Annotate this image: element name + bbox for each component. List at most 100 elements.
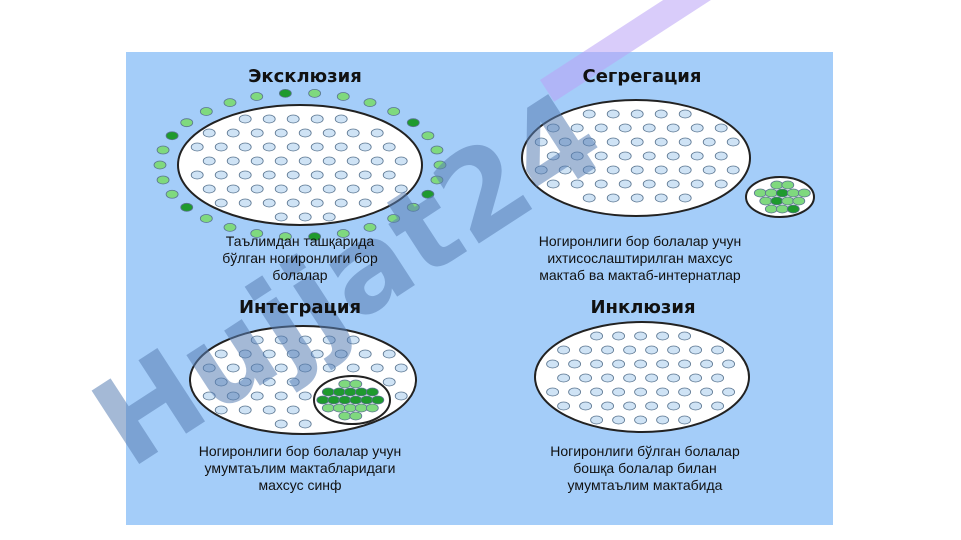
special-child-dot-icon [365, 387, 379, 397]
excluded-child-dot-icon [308, 88, 322, 98]
child-dot-icon [702, 165, 716, 175]
special-child-dot-icon [770, 180, 784, 190]
child-dot-icon [678, 387, 691, 397]
special-child-dot-icon [354, 403, 368, 413]
child-dot-icon [590, 387, 603, 397]
child-dot-icon [226, 391, 240, 401]
child-dot-icon [322, 156, 336, 166]
child-dot-icon [238, 377, 252, 387]
child-dot-icon [678, 137, 692, 147]
child-dot-icon [568, 387, 581, 397]
child-dot-icon [286, 198, 300, 208]
special-child-dot-icon [327, 395, 341, 405]
child-dot-icon [594, 151, 608, 161]
child-dot-icon [334, 198, 348, 208]
special-child-dot-icon [365, 403, 379, 413]
child-dot-icon [722, 387, 735, 397]
child-dot-icon [579, 401, 592, 411]
special-child-dot-icon [371, 395, 385, 405]
child-dot-icon [382, 142, 396, 152]
child-dot-icon [310, 349, 324, 359]
child-dot-icon [582, 137, 596, 147]
child-dot-icon [689, 345, 702, 355]
special-child-dot-icon [338, 411, 352, 421]
child-dot-icon [582, 109, 596, 119]
child-dot-icon [678, 193, 692, 203]
special-child-dot-icon [764, 204, 778, 214]
child-dot-icon [546, 359, 559, 369]
child-dot-icon [394, 184, 408, 194]
excluded-child-dot-icon [223, 222, 237, 232]
child-dot-icon [630, 193, 644, 203]
caption-line: бўлган ногиронлиги бор [222, 250, 378, 266]
caption-line: бошқа болалар билан [573, 460, 717, 476]
child-dot-icon [238, 114, 252, 124]
excluded-child-dot-icon [308, 232, 322, 242]
excluded-child-dot-icon [363, 98, 377, 108]
child-dot-icon [286, 142, 300, 152]
child-dot-icon [690, 151, 704, 161]
section-title-segregation: Сегрегация [582, 66, 702, 87]
excluded-child-dot-icon [406, 202, 420, 212]
child-dot-icon [690, 123, 704, 133]
child-dot-icon [358, 198, 372, 208]
child-dot-icon [666, 123, 680, 133]
child-dot-icon [722, 359, 735, 369]
child-dot-icon [623, 401, 636, 411]
child-dot-icon [250, 184, 264, 194]
child-dot-icon [322, 335, 336, 345]
child-dot-icon [714, 179, 728, 189]
child-dot-icon [570, 179, 584, 189]
child-dot-icon [656, 359, 669, 369]
child-dot-icon [689, 401, 702, 411]
child-dot-icon [678, 165, 692, 175]
child-dot-icon [557, 373, 570, 383]
caption-line: умумтаълим мактабларидаги [204, 460, 396, 476]
excluded-child-dot-icon [153, 160, 167, 170]
excluded-child-dot-icon [156, 145, 170, 155]
watermark-stripe [540, 0, 823, 102]
child-dot-icon [394, 363, 408, 373]
child-dot-icon [238, 349, 252, 359]
child-dot-icon [582, 165, 596, 175]
child-dot-icon [334, 142, 348, 152]
caption-line: болалар [272, 267, 328, 283]
excluded-child-dot-icon [165, 131, 179, 141]
child-dot-icon [700, 359, 713, 369]
special-child-dot-icon [764, 188, 778, 198]
child-dot-icon [601, 345, 614, 355]
child-dot-icon [606, 193, 620, 203]
child-dot-icon [623, 373, 636, 383]
child-dot-icon [667, 373, 680, 383]
child-dot-icon [606, 109, 620, 119]
child-dot-icon [322, 184, 336, 194]
special-child-dot-icon [786, 204, 800, 214]
child-dot-icon [274, 391, 288, 401]
child-dot-icon [557, 401, 570, 411]
child-dot-icon [606, 137, 620, 147]
child-dot-icon [568, 359, 581, 369]
excluded-child-dot-icon [278, 232, 292, 242]
child-dot-icon [202, 391, 216, 401]
special-child-dot-icon [360, 395, 374, 405]
child-dot-icon [262, 170, 276, 180]
child-dot-icon [190, 170, 204, 180]
child-dot-icon [298, 156, 312, 166]
caption-line: мактаб ва мактаб-интернатлар [539, 267, 741, 283]
excluded-child-dot-icon [223, 98, 237, 108]
child-dot-icon [666, 179, 680, 189]
child-dot-icon [656, 415, 669, 425]
child-dot-icon [711, 401, 724, 411]
child-dot-icon [726, 165, 740, 175]
child-dot-icon [286, 377, 300, 387]
child-dot-icon [358, 349, 372, 359]
child-dot-icon [678, 331, 691, 341]
section-title-exclusion: Эксклюзия [248, 66, 362, 87]
exclusion-circle [177, 104, 423, 226]
child-dot-icon [558, 165, 572, 175]
section-title-inclusion: Инклюзия [590, 297, 696, 318]
section-title-integration: Интеграция [238, 297, 362, 318]
child-dot-icon [642, 151, 656, 161]
child-dot-icon [689, 373, 702, 383]
child-dot-icon [546, 123, 560, 133]
